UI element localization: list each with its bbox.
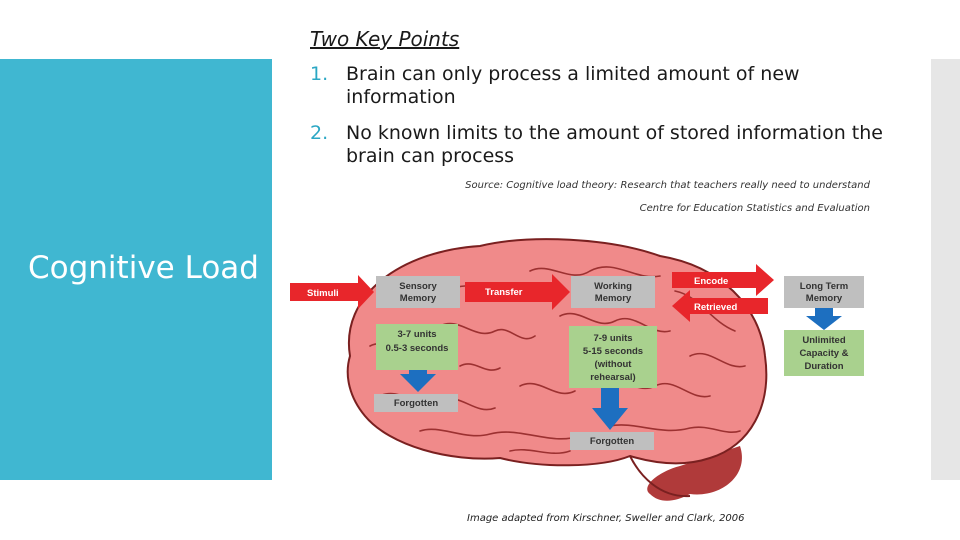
long-term-memory-label-line-2: Memory [806, 293, 843, 304]
working-capacity-line-2: 5-15 seconds [583, 346, 643, 357]
long-term-capacity-line-2: Capacity & [799, 348, 848, 359]
working-capacity-line-1: 7-9 units [593, 333, 632, 344]
transfer-label: Transfer [485, 287, 523, 298]
working-capacity-box: 7-9 units 5-15 seconds (without rehearsa… [569, 326, 657, 388]
source-line-2: Centre for Education Statistics and Eval… [639, 203, 870, 214]
long-term-down-arrow [806, 308, 842, 330]
stimuli-label: Stimuli [307, 288, 339, 299]
transfer-arrow: Transfer [465, 274, 570, 310]
working-down-arrow [592, 388, 628, 430]
source-line-1: Source: Cognitive load theory: Research … [465, 180, 870, 191]
forgotten-label-2: Forgotten [590, 436, 635, 447]
forgotten-label-1: Forgotten [394, 398, 439, 409]
section-title: Cognitive Load [28, 250, 259, 286]
working-memory-label-line-2: Memory [595, 293, 632, 304]
long-term-memory-label-line-1: Long Term [800, 281, 848, 292]
right-edge-bar [931, 59, 960, 480]
sensory-capacity-line-2: 0.5-3 seconds [386, 343, 449, 354]
key-point-number: 2. [310, 122, 329, 144]
sensory-memory-label-line-1: Sensory [399, 281, 437, 292]
sensory-capacity-line-1: 3-7 units [397, 329, 436, 340]
key-point-number: 1. [310, 63, 329, 85]
sensory-down-arrow [400, 370, 436, 392]
encode-label: Encode [694, 276, 728, 287]
sensory-capacity-box: 3-7 units 0.5-3 seconds [376, 324, 458, 370]
forgotten-box-2: Forgotten [570, 432, 654, 450]
working-memory-box: Working Memory [571, 276, 655, 308]
memory-model-diagram: Stimuli Sensory Memory Transfer Working … [290, 238, 864, 501]
sensory-memory-label-line-2: Memory [400, 293, 437, 304]
working-capacity-line-3: (without [595, 359, 633, 370]
forgotten-box-1: Forgotten [374, 394, 458, 412]
key-point-1: 1. Brain can only process a limited amou… [310, 63, 910, 111]
key-points-heading: Two Key Points [310, 27, 460, 51]
encode-arrow: Encode [672, 264, 774, 296]
key-point-text: Brain can only process a limited amount … [346, 63, 800, 108]
sensory-memory-box: Sensory Memory [376, 276, 460, 308]
long-term-capacity-box: Unlimited Capacity & Duration [784, 330, 864, 376]
long-term-capacity-line-3: Duration [804, 361, 843, 372]
working-memory-label-line-1: Working [594, 281, 632, 292]
retrieved-arrow: Retrieved [672, 290, 768, 322]
key-point-text: No known limits to the amount of stored … [346, 122, 883, 167]
key-point-2: 2. No known limits to the amount of stor… [310, 122, 910, 170]
stimuli-arrow: Stimuli [290, 275, 374, 309]
long-term-capacity-line-1: Unlimited [802, 335, 845, 346]
image-credit: Image adapted from Kirschner, Sweller an… [467, 513, 745, 524]
title-panel [0, 59, 272, 480]
long-term-memory-box: Long Term Memory [784, 276, 864, 308]
retrieved-label: Retrieved [694, 302, 737, 313]
working-capacity-line-4: rehearsal) [590, 372, 635, 383]
